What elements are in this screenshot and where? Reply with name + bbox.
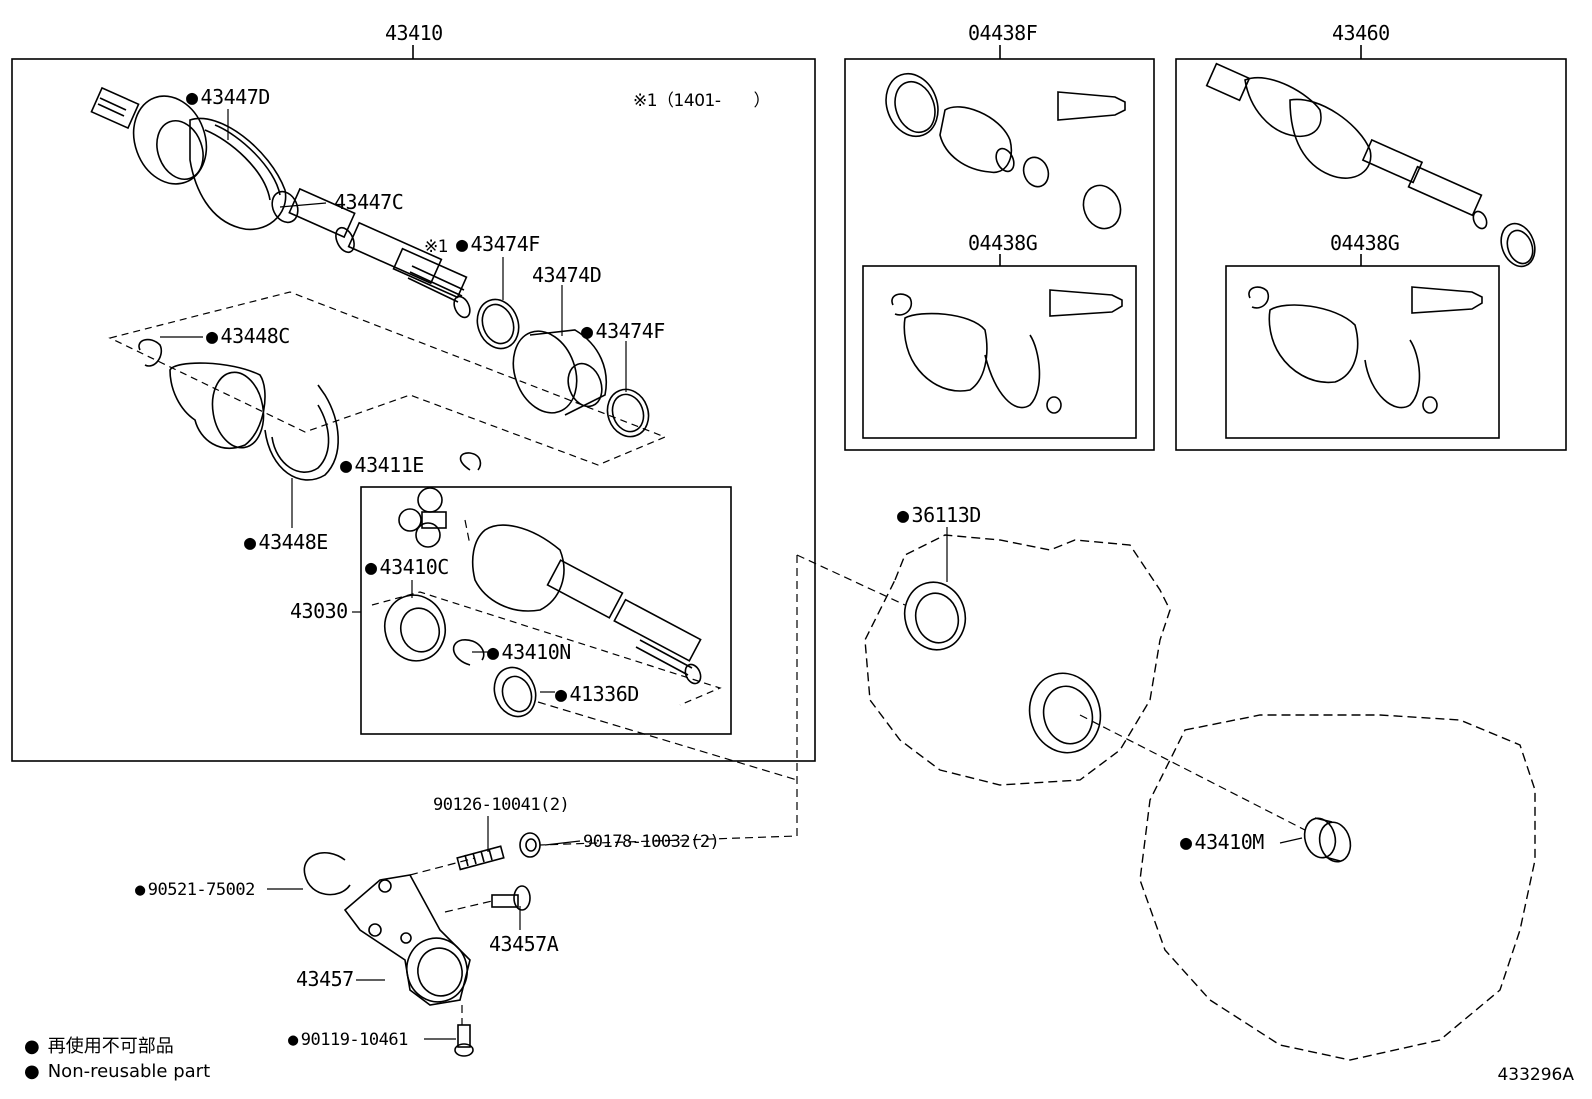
title-43410: 43410 [385, 21, 443, 45]
bolt-43457A [491, 885, 531, 911]
part-label-41336D[interactable]: 41336D [555, 683, 640, 705]
part-label-43410N[interactable]: 43410N [487, 641, 572, 663]
part-note-prefix-43474F: ※1 [424, 237, 449, 257]
part-label-90178-10032[interactable]: 90178-10032(2) [583, 832, 720, 852]
part-label-43457A[interactable]: 43457A [489, 932, 559, 956]
bolt-90119 [454, 1024, 474, 1057]
drive-shaft-outboard [90, 86, 471, 319]
part-label-90119-10461[interactable]: 90119-10461 [288, 1029, 409, 1051]
title-04438G-left: 04438G [968, 231, 1038, 255]
part-label-43474D[interactable]: 43474D [532, 263, 602, 287]
part-label-90521-75002[interactable]: 90521-75002 [135, 879, 256, 901]
part-label-43474F-bottom[interactable]: 43474F [581, 320, 666, 342]
bracket-43457 [343, 874, 471, 1006]
bullet-icon: ● [24, 1036, 40, 1057]
oil-seal-43410M [1303, 817, 1352, 863]
title-04438F: 04438F [968, 21, 1038, 45]
part-label-43411E[interactable]: 43411E [340, 454, 425, 476]
clip-43411E [459, 452, 482, 471]
clamp-43474F-bottom [606, 388, 650, 438]
stud-90126 [456, 845, 505, 871]
inboard-joint-43030 [398, 487, 702, 685]
note-applicability: ※1（1401- ） [633, 91, 770, 111]
boot-kit-04438F-parts [885, 72, 1126, 414]
frame-04438G-left [862, 265, 1137, 439]
drive-shaft-43460 [1205, 62, 1536, 414]
part-label-43448C[interactable]: 43448C [206, 325, 291, 347]
seal-41336D [493, 666, 537, 718]
bearing-43410C [383, 594, 447, 662]
boot-43448 [138, 338, 339, 481]
part-label-43447C[interactable]: 43447C [334, 190, 404, 214]
diagram-code: 433296A [1497, 1065, 1574, 1085]
title-43460: 43460 [1332, 21, 1390, 45]
title-04438G-right: 04438G [1330, 231, 1400, 255]
part-label-43030[interactable]: 43030 [290, 599, 348, 623]
part-label-90126-10041[interactable]: 90126-10041(2) [433, 795, 570, 815]
part-label-43410M[interactable]: 43410M [1180, 831, 1265, 853]
frame-43030 [360, 486, 732, 735]
bullet-icon: ● [24, 1061, 40, 1082]
part-label-43474F-top[interactable]: 43474F [456, 233, 541, 255]
part-label-43410C[interactable]: 43410C [365, 556, 450, 578]
legend-english: ●Non-reusable part [24, 1061, 211, 1082]
frame-04438G-right [1225, 265, 1500, 439]
frame-43460 [1175, 58, 1567, 451]
frame-43410 [11, 58, 816, 762]
part-label-43457[interactable]: 43457 [296, 967, 354, 991]
damper-43474D [512, 329, 607, 416]
snap-ring-90521 [303, 851, 351, 896]
clamp-43474F-top [476, 298, 520, 350]
part-label-36113D[interactable]: 36113D [897, 504, 982, 526]
nut-90178 [519, 832, 541, 858]
part-label-43447D[interactable]: 43447D [186, 86, 271, 108]
transaxle-housing [864, 534, 1171, 786]
part-label-43448E[interactable]: 43448E [244, 531, 329, 553]
legend-japanese: ●再使用不可部品 [24, 1036, 174, 1057]
